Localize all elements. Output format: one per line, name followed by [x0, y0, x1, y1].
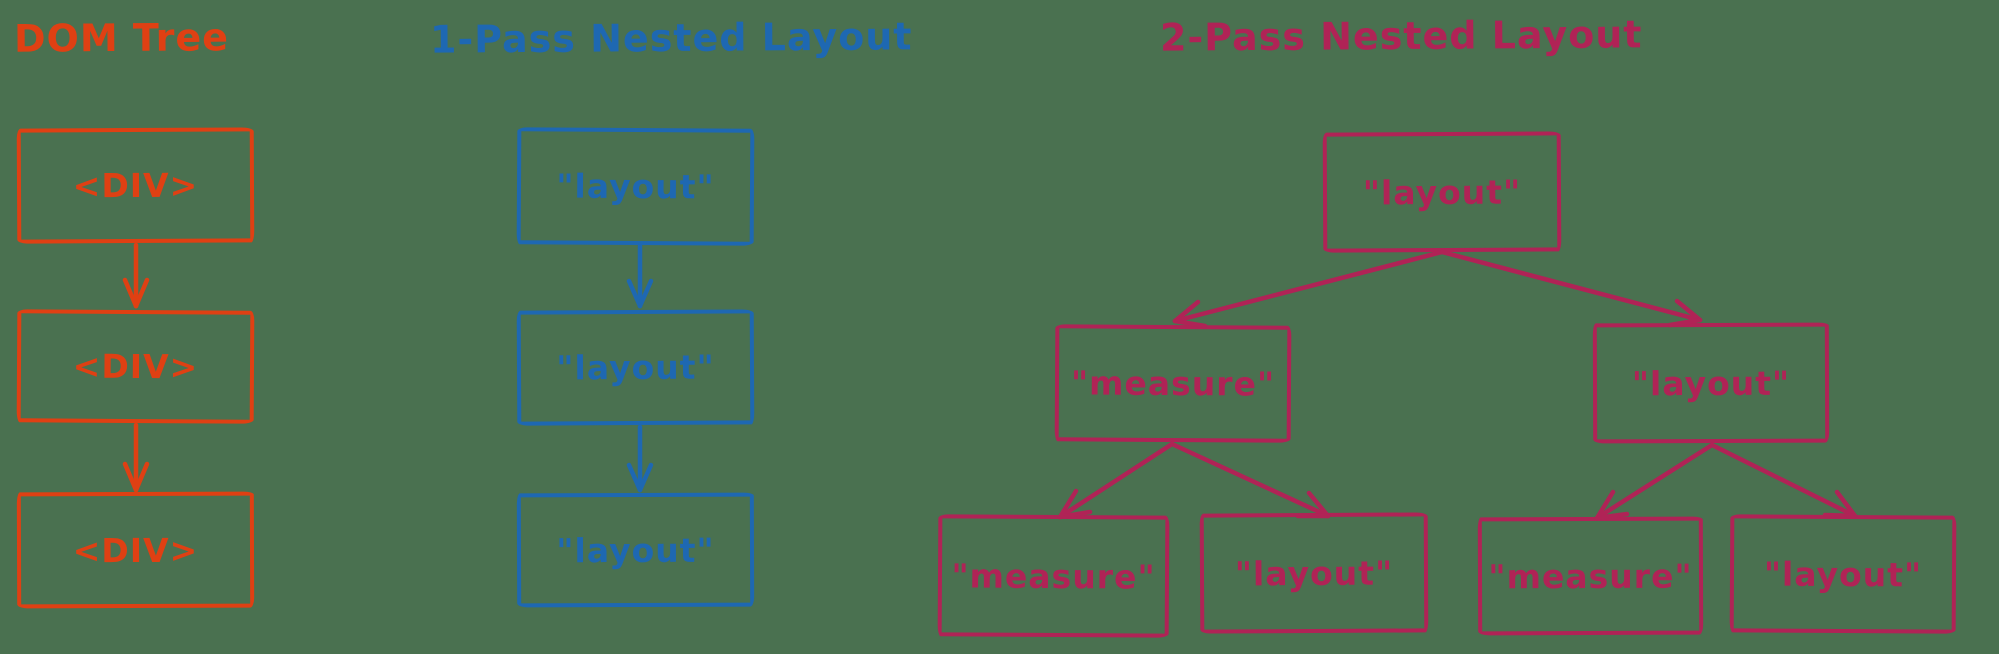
arrow-root-to-measure-icon: [1172, 249, 1445, 329]
arrow-dom-1-to-2-icon: [122, 242, 150, 309]
node-dom-div-1: <DIV>: [16, 127, 255, 244]
section-title-dom-tree: DOM Tree: [13, 15, 230, 61]
node-label: "measure": [1070, 363, 1276, 404]
node-label: "layout": [556, 530, 715, 570]
arrow-onepass-1-to-2-icon: [626, 243, 654, 309]
node-label: "layout": [1362, 172, 1522, 212]
section-title-two-pass: 2-Pass Nested Layout: [1159, 12, 1643, 60]
arrow-measure-to-layout-leaf-icon: [1169, 441, 1331, 519]
node-label: "layout": [556, 166, 715, 207]
node-twopass-layout-mid: "layout": [1592, 322, 1830, 444]
node-onepass-layout-2: "layout": [516, 309, 755, 426]
node-twopass-layout-leaf-2: "layout": [1729, 514, 1957, 634]
node-twopass-measure-mid: "measure": [1054, 324, 1292, 443]
arrow-layout-to-measure-leaf-icon: [1594, 442, 1715, 521]
arrow-layout-to-layout-leaf-icon: [1709, 442, 1858, 519]
node-label: "measure": [1488, 556, 1693, 596]
node-dom-div-2: <DIV>: [16, 309, 255, 424]
node-label: "layout": [1763, 554, 1923, 594]
node-label: <DIV>: [72, 165, 199, 206]
arrow-measure-to-measure-leaf-icon: [1057, 441, 1175, 520]
arrow-root-to-layout-icon: [1439, 249, 1703, 328]
arrow-onepass-2-to-3-icon: [626, 424, 654, 493]
node-onepass-layout-1: "layout": [516, 127, 755, 246]
section-title-one-pass: 1-Pass Nested Layout: [429, 14, 913, 62]
node-twopass-measure-leaf-1: "measure": [937, 514, 1170, 638]
node-label: "measure": [951, 555, 1156, 597]
node-label: "layout": [556, 347, 715, 388]
node-onepass-layout-3: "layout": [516, 492, 755, 608]
node-label: "layout": [1631, 363, 1791, 403]
node-dom-div-3: <DIV>: [16, 491, 255, 609]
node-twopass-root-layout: "layout": [1322, 131, 1562, 253]
node-label: <DIV>: [72, 530, 199, 570]
node-label: "layout": [1234, 553, 1394, 593]
node-label: <DIV>: [72, 346, 199, 387]
node-twopass-layout-leaf-1: "layout": [1199, 512, 1429, 634]
arrow-dom-2-to-3-icon: [122, 422, 150, 493]
node-twopass-measure-leaf-2: "measure": [1477, 516, 1704, 636]
